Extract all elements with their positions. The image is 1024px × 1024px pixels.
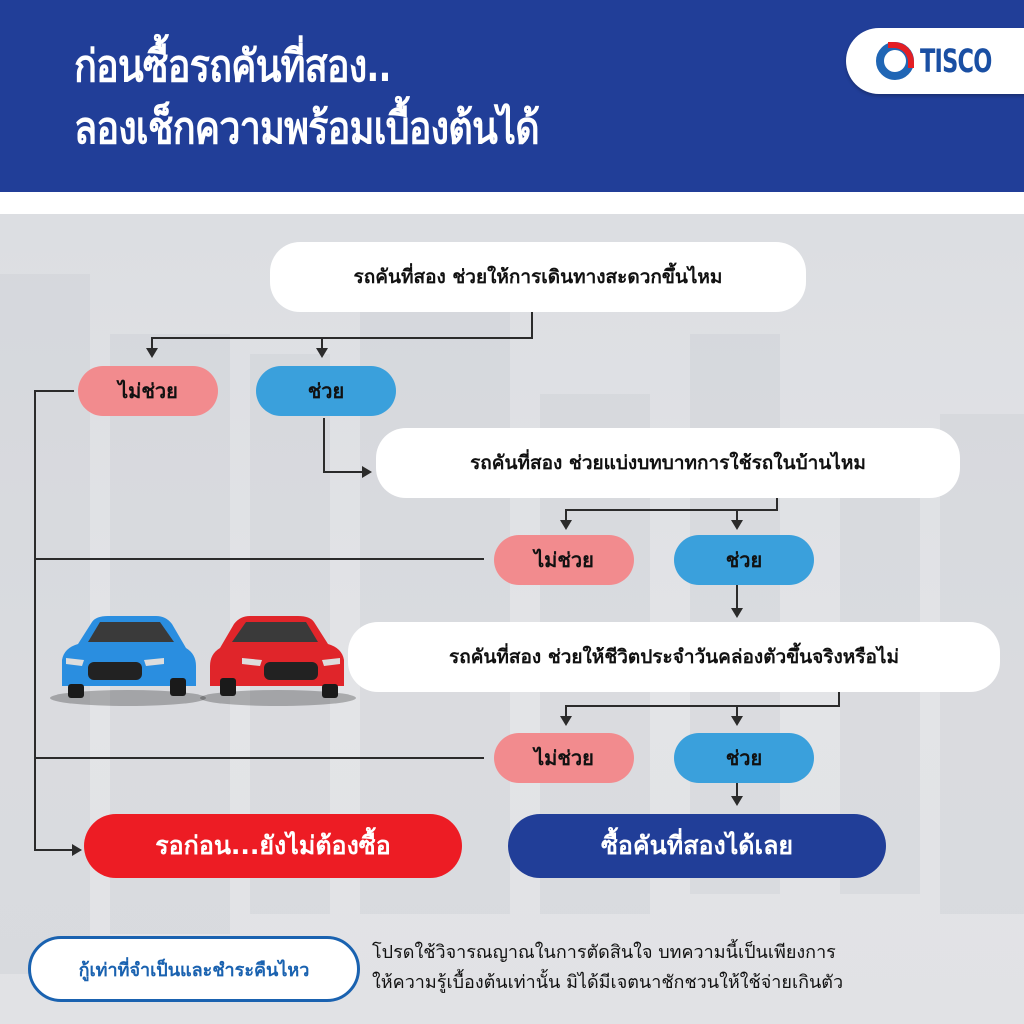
question-2-text: รถคันที่สอง ช่วยแบ่งบทบาทการใช้รถในบ้านไ… — [470, 452, 866, 474]
q2-yes-label: ช่วย — [725, 548, 763, 572]
connector — [34, 390, 74, 392]
connector — [736, 783, 738, 797]
q1-yes-label: ช่วย — [307, 379, 345, 403]
q2-no-label: ไม่ช่วย — [534, 548, 594, 572]
arrow-down-icon — [560, 716, 572, 726]
q2-yes-pill: ช่วย — [674, 535, 814, 585]
disclaimer: โปรดใช้วิจารณญาณในการตัดสินใจ บทความนี้เ… — [372, 938, 1012, 998]
arrow-down-icon — [731, 608, 743, 618]
connector — [323, 418, 325, 472]
page-title: ก่อนซื้อรถคันที่สอง.. ลองเช็กความพร้อมเบ… — [74, 36, 540, 160]
connector — [838, 692, 840, 706]
q3-no-label: ไม่ช่วย — [534, 746, 594, 770]
blue-car-icon — [62, 616, 196, 698]
q1-no-label: ไม่ช่วย — [118, 379, 178, 403]
arrow-right-icon — [72, 844, 82, 856]
connector — [151, 337, 533, 339]
connector — [34, 757, 484, 759]
arrow-down-icon — [560, 520, 572, 530]
divider-strip — [0, 192, 1024, 214]
disclaimer-line-1: โปรดใช้วิจารณญาณในการตัดสินใจ บทความนี้เ… — [372, 942, 836, 963]
result-buy-text: ซื้อคันที่สองได้เลย — [600, 831, 794, 860]
question-1-box: รถคันที่สอง ช่วยให้การเดินทางสะดวกขึ้นไห… — [270, 242, 806, 312]
connector — [736, 705, 738, 717]
connector — [151, 337, 153, 349]
title-line-1: ก่อนซื้อรถคันที่สอง.. — [74, 41, 391, 92]
connector — [736, 509, 738, 521]
connector — [323, 471, 363, 473]
arrow-down-icon — [146, 348, 158, 358]
disclaimer-line-2: ให้ความรู้เบื้องต้นเท่านั้น มิได้มีเจตนา… — [372, 972, 844, 993]
connector — [34, 558, 484, 560]
arrow-down-icon — [316, 348, 328, 358]
arrow-down-icon — [731, 796, 743, 806]
q1-no-pill: ไม่ช่วย — [78, 366, 218, 416]
q3-yes-pill: ช่วย — [674, 733, 814, 783]
q3-yes-label: ช่วย — [725, 746, 763, 770]
connector — [565, 509, 567, 521]
badge-text: กู้เท่าที่จำเป็นและชำระคืนไหว — [78, 959, 310, 981]
arrow-down-icon — [731, 716, 743, 726]
logo-text: TISCO — [920, 42, 992, 80]
no-path-line — [34, 390, 36, 850]
header-banner: ก่อนซื้อรถคันที่สอง.. ลองเช็กความพร้อมเบ… — [0, 0, 1024, 192]
title-line-2: ลองเช็กความพร้อมเบื้องต้นได้ — [74, 103, 540, 154]
connector — [565, 705, 840, 707]
tisco-logo: TISCO — [846, 28, 1024, 94]
tisco-ring-icon — [876, 42, 914, 80]
connector — [321, 337, 323, 349]
arrow-right-icon — [362, 466, 372, 478]
connector — [736, 585, 738, 609]
connector — [34, 849, 74, 851]
question-2-box: รถคันที่สอง ช่วยแบ่งบทบาทการใช้รถในบ้านไ… — [376, 428, 960, 498]
connector — [565, 705, 567, 717]
connector — [565, 509, 778, 511]
arrow-down-icon — [731, 520, 743, 530]
q3-no-pill: ไม่ช่วย — [494, 733, 634, 783]
question-1-text: รถคันที่สอง ช่วยให้การเดินทางสะดวกขึ้นไห… — [353, 266, 723, 288]
q2-no-pill: ไม่ช่วย — [494, 535, 634, 585]
borrow-responsibly-badge: กู้เท่าที่จำเป็นและชำระคืนไหว — [28, 936, 360, 1002]
red-car-icon — [210, 616, 344, 698]
result-wait-text: รอก่อน...ยังไม่ต้องซื้อ — [155, 831, 391, 860]
question-3-text: รถคันที่สอง ช่วยให้ชีวิตประจำวันคล่องตัว… — [448, 646, 900, 668]
cars-illustration — [50, 616, 356, 706]
question-3-box: รถคันที่สอง ช่วยให้ชีวิตประจำวันคล่องตัว… — [348, 622, 1000, 692]
connector — [776, 498, 778, 510]
connector — [531, 312, 533, 338]
result-wait: รอก่อน...ยังไม่ต้องซื้อ — [84, 814, 462, 878]
q1-yes-pill: ช่วย — [256, 366, 396, 416]
result-buy: ซื้อคันที่สองได้เลย — [508, 814, 886, 878]
